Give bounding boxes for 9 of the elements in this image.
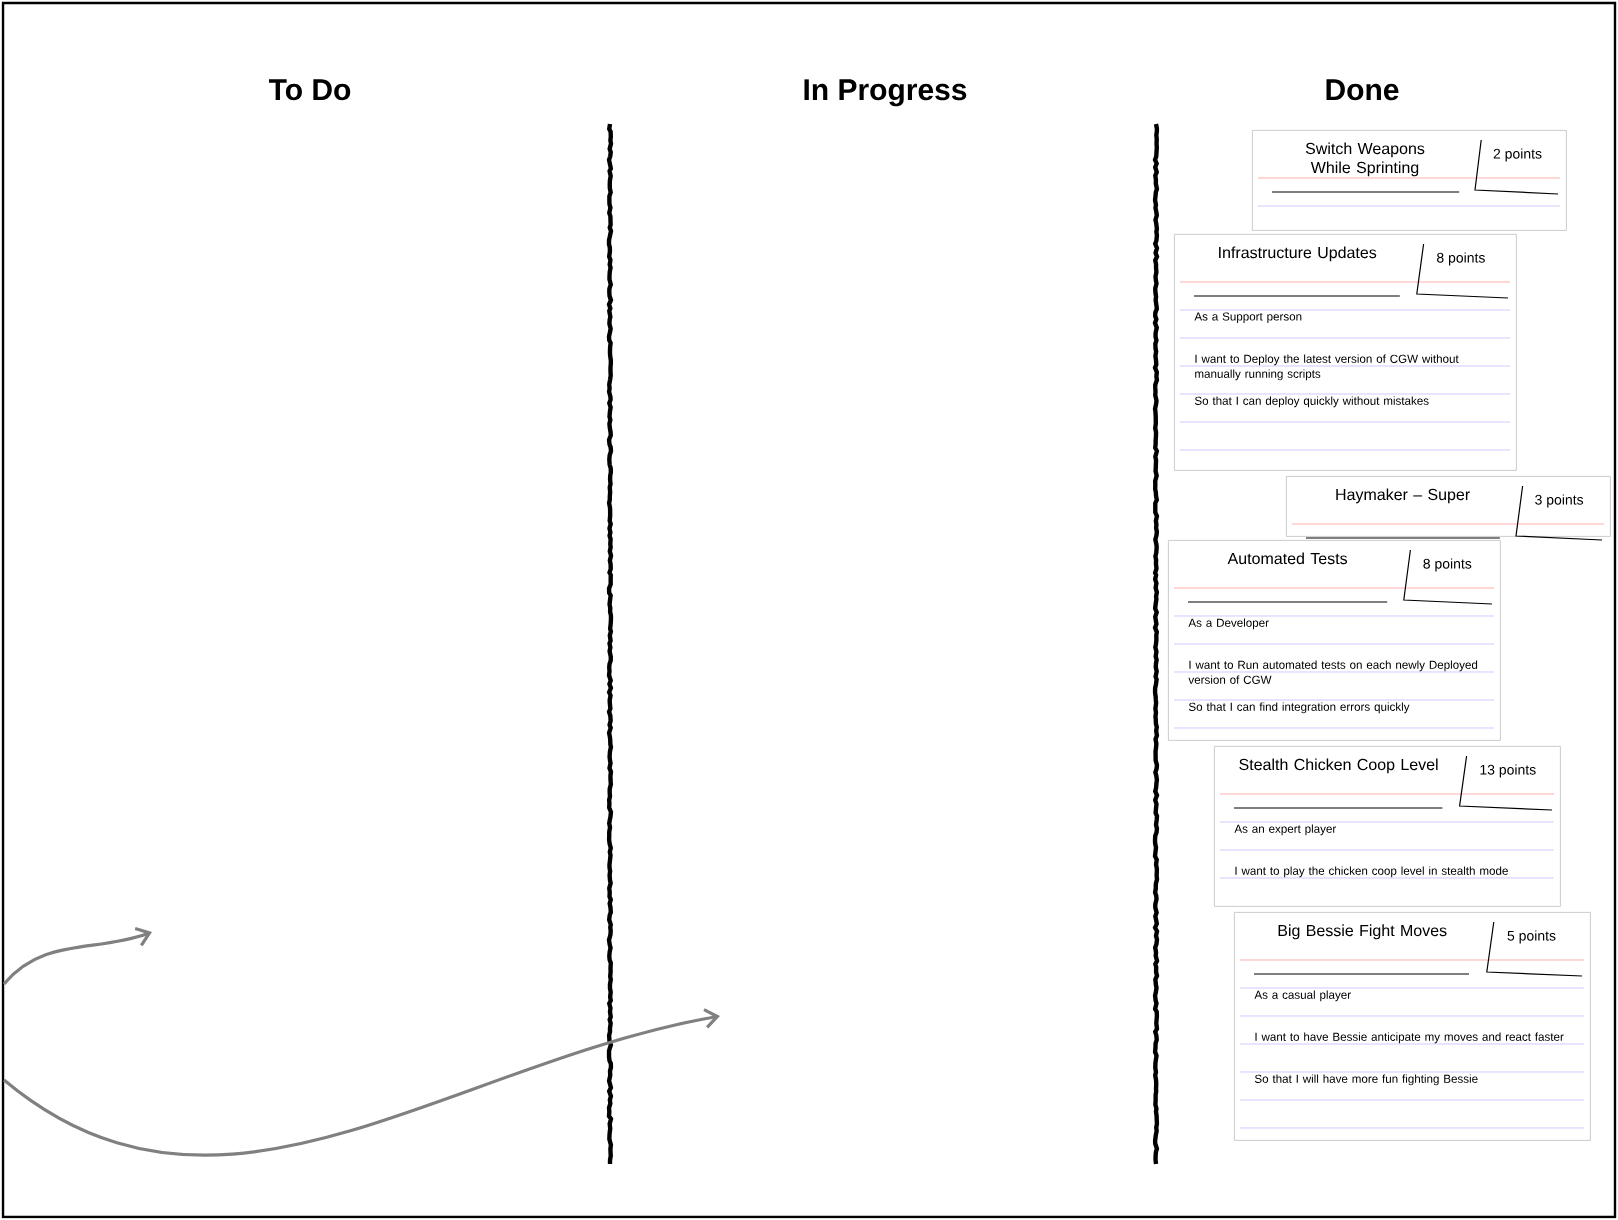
card-title: Infrastructure Updates (1219, 246, 1377, 262)
column-heading: Done (1326, 79, 1399, 101)
card-title: Switch Weapons While Sprinting (1305, 142, 1425, 177)
card-title: Stealth Chicken Coop Level (1239, 758, 1438, 774)
column-heading: To Do (269, 79, 351, 101)
card-title: Haymaker – Super (1336, 488, 1470, 504)
column-heading: In Progress (804, 79, 967, 107)
card-title: Automated Tests (1227, 552, 1348, 565)
card-title: Big Bessie Fight Moves (1278, 924, 1447, 940)
